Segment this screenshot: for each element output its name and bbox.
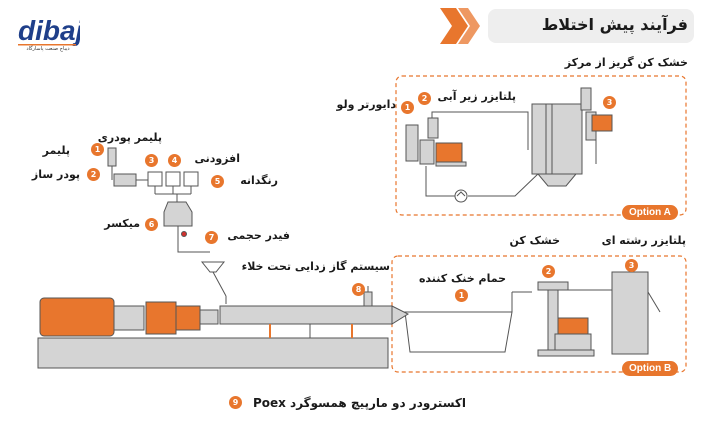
twin-screw-extruder [37,286,410,369]
underwater-pelletizer-label: پلتایزر زیر آبی [437,90,516,103]
step-5-badge: 5 [211,175,224,188]
pulverizer-label: پودر ساز [31,168,80,181]
step-4-badge: 4 [168,154,181,167]
option-a-badge: Option A [622,205,678,220]
option-b-badge: Option B [622,361,679,376]
step-b1-badge: 1 [455,289,468,302]
step-a3-badge: 3 [603,96,616,109]
step-b2-badge: 2 [542,265,555,278]
header-arrow-icon [440,8,480,44]
logo-tagline: دیباج صنعت پاسارگاد [26,46,70,52]
step-9-badge: 9 [229,396,242,409]
vacuum-degassing-label: سیستم گاز زدایی تحت خلاء [241,260,390,273]
step-a1-badge: 1 [401,101,414,114]
polymer-label: پلیمر [42,144,70,157]
company-logo: dibaj دیباج صنعت پاسارگاد [16,12,85,54]
step-b3-badge: 3 [625,259,638,272]
step-8-badge: 8 [352,283,365,296]
diverter-valve-label: دایورتر ولو [336,98,396,111]
svg-text:dibaj: dibaj [18,15,80,46]
step-2-badge: 2 [87,168,100,181]
cooling-bath [404,291,532,353]
centrifugal-dryer [531,87,613,187]
powder-polymer-label: پلیمر پودری [97,131,162,144]
mixer-label: میکسر [104,217,140,230]
strand-pelletizer [568,271,661,355]
cooling-bath-label: حمام خنک کننده [418,272,506,285]
step-6-badge: 6 [145,218,158,231]
step-7-badge: 7 [205,231,218,244]
extruder-label: اکسترودر دو مارپیچ همسوگرد Poex [252,396,466,410]
step-3-badge: 3 [145,154,158,167]
additive-label: افزودنی [194,152,240,165]
step-1-badge: 1 [91,143,104,156]
diverter-valve [405,117,467,180]
step-a2-badge: 2 [418,92,431,105]
option-a-title: خشک کن گریز از مرکز [564,56,688,69]
volumetric-feeder-label: فیدر حجمی [227,229,290,242]
dryer-label: خشک کن [509,234,560,247]
strand-dryer [537,281,595,357]
header-bar [488,9,694,43]
page-title: فرآیند پیش اختلاط [541,15,688,34]
strand-pelletizer-label: پلتایزر رشته ای [601,234,686,247]
pigment-label: رنگدانه [240,174,278,187]
